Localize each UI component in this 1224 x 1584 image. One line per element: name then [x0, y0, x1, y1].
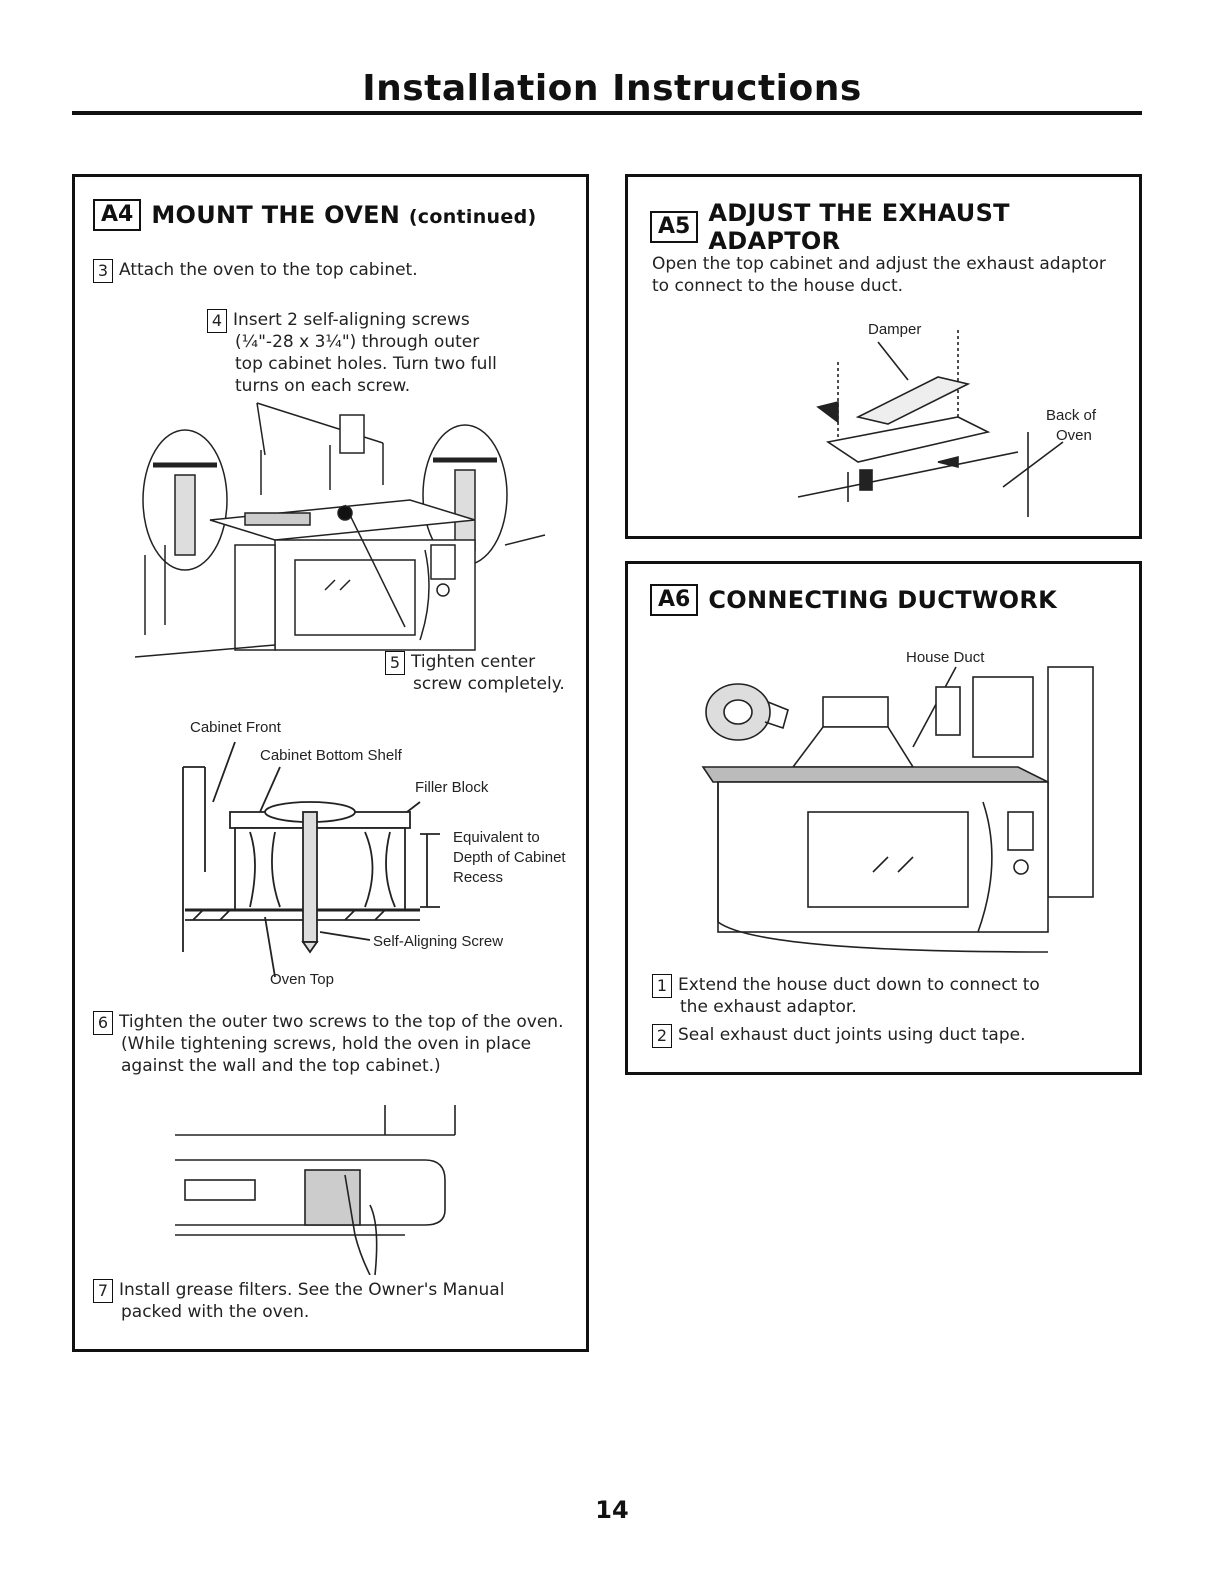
section-a4-title: MOUNT THE OVEN (continued): [151, 201, 536, 229]
step-5: 5 Tighten center: [385, 651, 535, 675]
step-3: 3 Attach the oven to the top cabinet.: [93, 259, 418, 283]
label-equivalent-1: Equivalent to: [453, 829, 540, 846]
step-2: 2 Seal exhaust duct joints using duct tap…: [652, 1024, 1025, 1048]
step-1: 1 Extend the house duct down to connect t…: [652, 974, 1040, 998]
step-number: 5: [385, 651, 405, 675]
step-6-line: against the wall and the top cabinet.): [121, 1056, 441, 1076]
label-filler-block: Filler Block: [415, 779, 489, 796]
label-damper: Damper: [868, 321, 921, 338]
step-text: Seal exhaust duct joints using duct tape…: [678, 1025, 1026, 1045]
oven-mount-illustration: [134, 402, 546, 658]
section-a4-header: A4 MOUNT THE OVEN (continued): [93, 199, 536, 231]
screw-cross-section-diagram: Cabinet Front Cabinet Bottom Shelf Fille…: [182, 719, 566, 988]
step-7: 7 Install grease filters. See the Owner's…: [93, 1279, 504, 1303]
label-back-of-oven-1: Back of: [1046, 407, 1097, 424]
page-number: 14: [595, 1496, 629, 1524]
step-7-line: packed with the oven.: [121, 1302, 310, 1322]
label-cabinet-front: Cabinet Front: [190, 719, 282, 736]
ductwork-illustration: House Duct: [701, 649, 1094, 953]
label-equivalent-3: Recess: [453, 869, 503, 886]
step-4-line: (¼"-28 x 3¼") through outer: [235, 332, 480, 352]
label-equivalent-2: Depth of Cabinet: [453, 849, 566, 866]
section-a6-panel: A6 CONNECTING DUCTWORK House Duct: [625, 561, 1142, 1075]
step-text: Install grease filters. See the Owner's …: [119, 1280, 505, 1300]
label-cabinet-bottom-shelf: Cabinet Bottom Shelf: [260, 747, 403, 764]
section-a6-number: A6: [650, 584, 699, 616]
section-a4-title-text: MOUNT THE OVEN: [151, 201, 401, 229]
section-a4-title-sub: (continued): [408, 206, 537, 228]
step-6-line: (While tightening screws, hold the oven …: [121, 1034, 532, 1054]
page-title: Installation Instructions: [362, 68, 862, 109]
exhaust-adaptor-illustration: Damper Back of Oven: [797, 321, 1097, 517]
section-a6-title: CONNECTING DUCTWORK: [708, 586, 1058, 614]
section-a5-header: A5 ADJUST THE EXHAUST ADAPTOR: [650, 199, 1139, 255]
step-4-line: turns on each screw.: [235, 376, 411, 396]
step-number: 1: [652, 974, 672, 998]
section-a5-title: ADJUST THE EXHAUST ADAPTOR: [708, 199, 1010, 255]
step-number: 4: [207, 309, 227, 333]
step-6: 6 Tighten the outer two screws to the top…: [93, 1011, 564, 1035]
section-a4-number: A4: [93, 199, 142, 231]
step-text: Insert 2 self-aligning screws: [233, 310, 470, 330]
label-self-aligning-screw: Self-Aligning Screw: [373, 933, 503, 950]
section-a5-text-line: Open the top cabinet and adjust the exha…: [652, 254, 1106, 274]
step-number: 3: [93, 259, 113, 283]
step-text: Tighten center: [411, 652, 536, 672]
step-text: Attach the oven to the top cabinet.: [119, 260, 418, 280]
label-house-duct: House Duct: [906, 649, 985, 666]
grease-filter-illustration: [175, 1105, 456, 1275]
step-4-line: top cabinet holes. Turn two full: [235, 354, 497, 374]
step-4: 4 Insert 2 self-aligning screws: [207, 309, 470, 333]
label-oven-top: Oven Top: [270, 971, 334, 988]
section-a4-panel: A4 MOUNT THE OVEN (continued) 3 Attach th…: [72, 174, 589, 1352]
step-5-line: screw completely.: [413, 674, 565, 694]
step-number: 2: [652, 1024, 672, 1048]
step-number: 6: [93, 1011, 113, 1035]
step-text: Tighten the outer two screws to the top …: [119, 1012, 564, 1032]
step-number: 7: [93, 1279, 113, 1303]
label-back-of-oven-2: Oven: [1056, 427, 1092, 444]
section-a5-text-line: to connect to the house duct.: [652, 276, 904, 296]
step-1-line: the exhaust adaptor.: [680, 997, 857, 1017]
section-a6-header: A6 CONNECTING DUCTWORK: [650, 584, 1057, 616]
section-a5-number: A5: [650, 211, 699, 243]
section-a5-panel: A5 ADJUST THE EXHAUST ADAPTOR Open the t…: [625, 174, 1142, 539]
step-text: Extend the house duct down to connect to: [678, 975, 1040, 995]
title-rule: [72, 111, 1142, 115]
